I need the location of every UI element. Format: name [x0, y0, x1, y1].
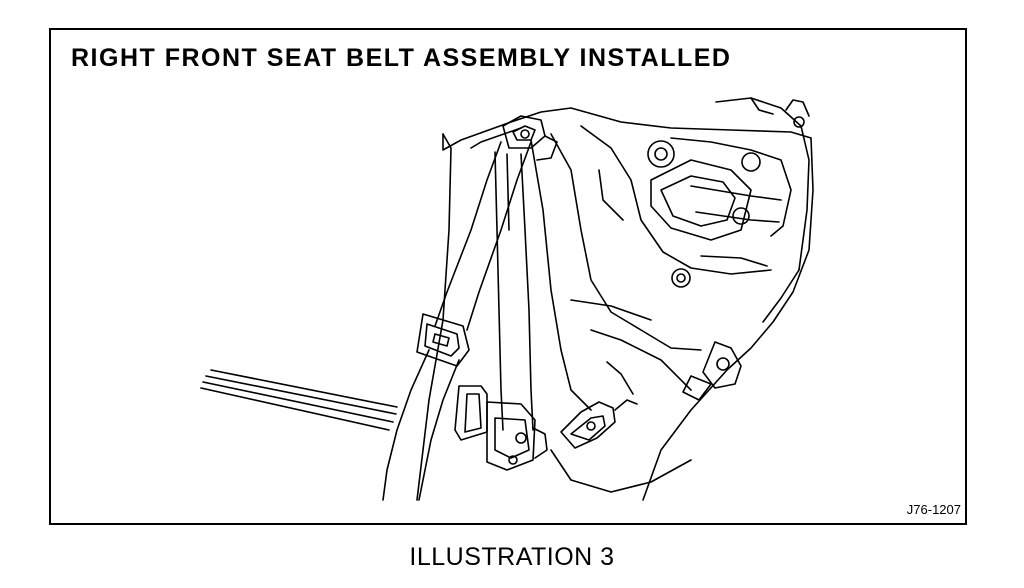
d-ring-anchor [503, 116, 557, 160]
seat-belt-line-drawing [51, 30, 965, 523]
retractor-column [495, 152, 533, 430]
latch-plate [417, 314, 469, 366]
lower-anchor-cable [551, 362, 691, 492]
retractor-housing [455, 386, 547, 470]
figure-code: J76-1207 [906, 502, 961, 517]
mounting-holes [648, 117, 804, 287]
illustration-frame: RIGHT FRONT SEAT BELT ASSEMBLY INSTALLED [49, 28, 967, 525]
illustration-caption: ILLUSTRATION 3 [409, 543, 615, 571]
pillar-contours [531, 126, 791, 410]
pillar-trim-panel [417, 98, 813, 500]
side-bracket [683, 342, 741, 400]
illustration-title: RIGHT FRONT SEAT BELT ASSEMBLY INSTALLED [71, 44, 732, 72]
floor-rails [201, 370, 397, 430]
